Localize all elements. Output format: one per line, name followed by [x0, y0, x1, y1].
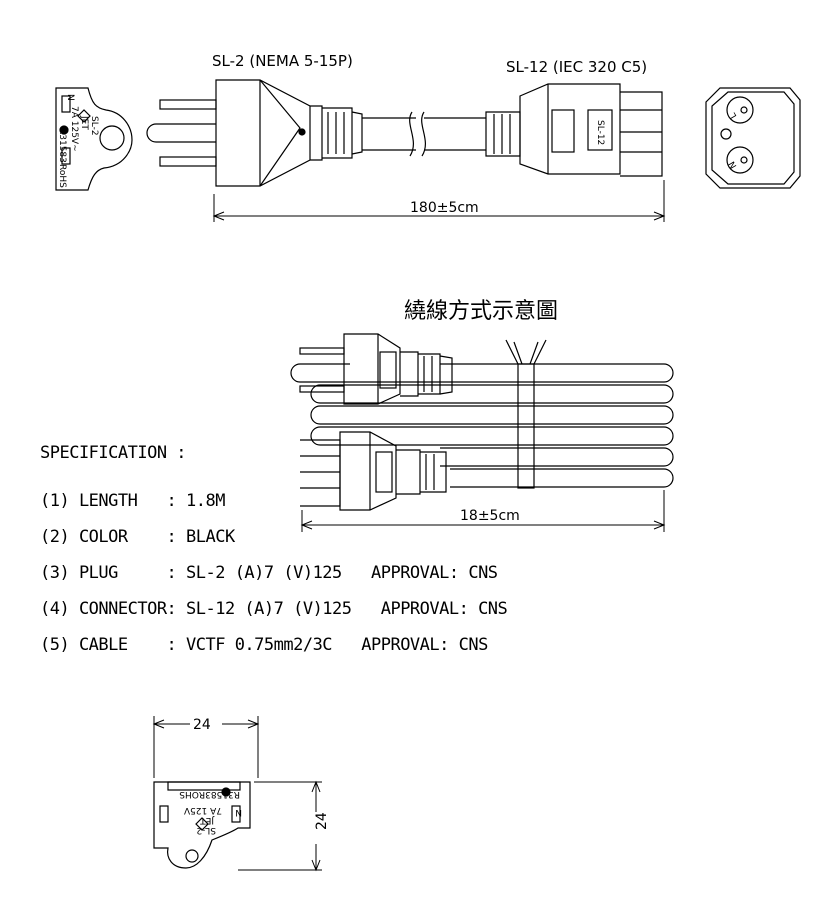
socket-l: L — [728, 111, 739, 120]
spec-heading: SPECIFICATION : — [40, 443, 186, 463]
jet-diamond — [77, 109, 91, 123]
bottom-model: SL-2 — [196, 825, 216, 835]
plug-face-model: SL-2 — [89, 116, 99, 136]
connector-title: SL-12 (IEC 320 C5) — [506, 58, 647, 76]
cable-top — [362, 111, 486, 157]
bottom-rating: 7A 125V — [183, 805, 222, 815]
spec-line: (1) LENGTH : 1.8M — [40, 491, 225, 511]
dim-winding-length — [300, 490, 666, 532]
bottom-mark: JET — [200, 815, 215, 825]
plug-face-pin-n — [61, 95, 71, 113]
bottom-cert: R31583ROHS — [179, 789, 240, 799]
plug-face-cert: R31583 — [57, 128, 67, 163]
plug-face-view — [55, 87, 133, 191]
winding-title: 繞線方式示意圖 — [404, 299, 558, 324]
bottom-pin-l — [159, 805, 169, 823]
height-dim-label: 24 — [314, 812, 330, 830]
bottom-n: N — [235, 807, 242, 817]
spec-line: (3) PLUG : SL-2 (A)7 (V)125 APPROVAL: CN… — [40, 563, 498, 583]
spec-line: (4) CONNECTOR: SL-12 (A)7 (V)125 APPROVA… — [40, 599, 508, 619]
plug-face-mark: JET — [79, 115, 89, 130]
length-total-label: 180±5cm — [410, 200, 479, 216]
socket-face-view — [705, 87, 801, 189]
width-dim-label: 24 — [193, 717, 211, 733]
plug-face-rohs: RoHS — [57, 164, 67, 188]
plug-face-pin-l — [61, 147, 71, 165]
plug-face-rating: 7A 125V~ — [69, 106, 79, 152]
spec-line: (5) CABLE : VCTF 0.75mm2/3C APPROVAL: CN… — [40, 635, 488, 655]
sl12-connector-side — [485, 83, 663, 177]
bottom-plug-text: R31583ROHS 7A 125V JET SL-2 N — [179, 789, 242, 835]
dim-bottom — [152, 716, 322, 872]
bottom-pin-n — [231, 805, 241, 823]
winding-diagram — [290, 333, 674, 511]
plug-face-n: N — [65, 94, 75, 101]
plug-face-text: N SL-2 JET 7A 125V~ R31583 RoHS — [57, 94, 99, 188]
dim-total-length — [212, 180, 666, 222]
plug-title: SL-2 (NEMA 5-15P) — [212, 52, 353, 70]
specification: SPECIFICATION : (1) LENGTH : 1.8M (2) CO… — [40, 443, 508, 655]
socket-face-text: L N — [727, 111, 739, 170]
socket-n: N — [727, 159, 739, 170]
connector-face-text: SL-12 — [595, 120, 605, 145]
connector-model: SL-12 — [595, 120, 605, 145]
sl2-plug-side — [146, 79, 363, 187]
bottom-plug-face — [153, 781, 251, 869]
spec-line: (2) COLOR : BLACK — [40, 527, 236, 547]
winding-length-label: 18±5cm — [460, 508, 520, 524]
